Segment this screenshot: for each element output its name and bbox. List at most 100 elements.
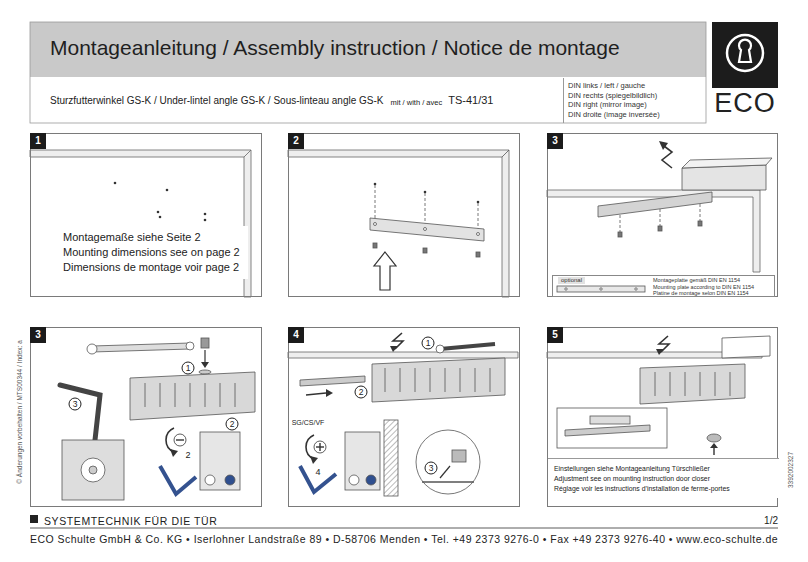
step-number: 3	[30, 327, 46, 343]
closer-plate-mounting	[557, 286, 645, 292]
closer-mounting	[288, 333, 518, 496]
closer-final	[713, 447, 714, 455]
callout-number: 1	[422, 337, 435, 350]
arm-assembly	[170, 449, 178, 457]
closer-plate-mounting	[682, 165, 766, 190]
arm-assembly	[200, 432, 240, 490]
door-frame	[204, 219, 207, 222]
arm-assembly	[186, 342, 194, 350]
closer-final	[715, 372, 716, 396]
arm-assembly	[174, 434, 186, 446]
arm-assembly	[60, 338, 255, 500]
closer-final	[707, 434, 721, 442]
closer-mounting	[300, 376, 365, 386]
step-number: 1	[30, 133, 46, 149]
lintel-bracket	[374, 183, 377, 186]
step-panel: 2	[288, 133, 520, 297]
lintel-bracket	[477, 201, 480, 204]
closer-final	[730, 372, 731, 396]
note-text: Montagemaße siehe Seite 2	[63, 230, 240, 245]
callout-number: 3	[69, 398, 82, 411]
closer-mounting	[422, 481, 474, 483]
lintel-bracket	[478, 203, 479, 229]
arm-assembly	[130, 372, 255, 420]
closer-mounting	[440, 344, 495, 349]
door-frame	[30, 150, 251, 297]
brand-name: ECO	[712, 88, 778, 118]
arm-assembly	[201, 362, 209, 368]
step-panel: 1Montagemaße siehe Seite 2Mounting dimen…	[30, 133, 262, 297]
closer-mounting	[310, 456, 318, 464]
closer-plate-mounting	[698, 221, 702, 226]
callout-number: 3	[425, 462, 438, 475]
lintel-bracket	[288, 150, 509, 297]
closer-plate-mounting	[660, 209, 661, 226]
lintel-bracket	[502, 150, 509, 157]
arm-assembly	[160, 466, 196, 494]
closer-final	[656, 349, 664, 355]
closer-mounting	[288, 352, 518, 358]
lintel-bracket	[370, 218, 484, 241]
closer-mounting	[440, 466, 450, 478]
page-title: Montageanleitung / Assembly instruction …	[50, 36, 620, 60]
step-panel: 3optionalMontageplatte gemäß DIN EN 1154…	[547, 133, 778, 297]
closer-final	[565, 425, 650, 436]
closer-plate-mounting	[600, 288, 602, 290]
note-text: DIN links / left / gauche	[568, 81, 702, 91]
note-text: Adjustment see on mounting instruction d…	[554, 474, 773, 484]
closer-final	[557, 408, 667, 448]
step-number: 3	[547, 133, 563, 149]
note-text: Dimensions de montage voir page 2	[63, 260, 240, 275]
closer-mounting	[300, 466, 336, 492]
lintel-bracket	[423, 248, 427, 253]
logo-mark	[712, 22, 778, 88]
closer-mounting	[430, 368, 431, 392]
revision-note: © Änderungen vorbehalten / MTS00344 / In…	[16, 340, 23, 484]
page-number: 1/2	[764, 515, 778, 526]
closer-plate-mounting	[598, 192, 712, 217]
door-frame	[30, 150, 251, 297]
step-panel: 4	[288, 327, 520, 507]
arm-assembly	[205, 475, 215, 485]
arm-assembly	[190, 383, 191, 407]
note-text: Mounting dimensions see on page 2	[63, 245, 240, 260]
arm-assembly	[205, 383, 206, 407]
closer-plate-mounting	[662, 146, 672, 168]
closer-mounting	[326, 389, 333, 397]
door-frame	[166, 189, 169, 192]
lintel-bracket	[288, 150, 509, 297]
door-frame	[159, 216, 162, 219]
subtitle: Sturzfutterwinkel GS-K / Under-lintel an…	[50, 95, 383, 106]
note-text: DIN right (mirror image)	[568, 100, 702, 110]
callout-number: 2	[226, 418, 239, 431]
arm-assembly	[201, 338, 209, 348]
logo-mark	[712, 22, 778, 88]
closer-plate-mounting	[618, 232, 622, 237]
arm-assembly	[87, 344, 97, 354]
note-text: DIN rechts (spiegelbildlich)	[568, 91, 702, 101]
closer-plate-mounting	[547, 141, 772, 292]
closer-mounting	[385, 368, 386, 392]
logo: ECO	[712, 22, 778, 122]
logo-mark	[739, 40, 751, 62]
closer-mounting	[384, 420, 398, 496]
header-frame	[30, 22, 706, 123]
closer-mounting	[366, 475, 376, 485]
closer-plate-mounting	[682, 158, 772, 168]
closer-mounting	[345, 432, 380, 490]
subtitle-joiner: mit / with / avec	[390, 98, 442, 107]
closer-mounting	[445, 368, 446, 392]
model-name: TS-41/31	[448, 94, 493, 106]
header-frame	[30, 22, 706, 77]
door-frame	[114, 182, 117, 185]
footer-rule	[30, 528, 778, 529]
lintel-bracket	[373, 243, 377, 248]
header-frame	[30, 22, 706, 123]
footer-rule	[30, 515, 38, 523]
note-text: DIN droite (image inversée)	[568, 110, 702, 120]
closer-final	[547, 336, 770, 455]
lintel-bracket	[374, 252, 396, 290]
arm-assembly	[62, 440, 124, 500]
closer-mounting	[372, 358, 505, 402]
note-text: Montageplatte gemäß DIN EN 1154	[653, 277, 740, 284]
